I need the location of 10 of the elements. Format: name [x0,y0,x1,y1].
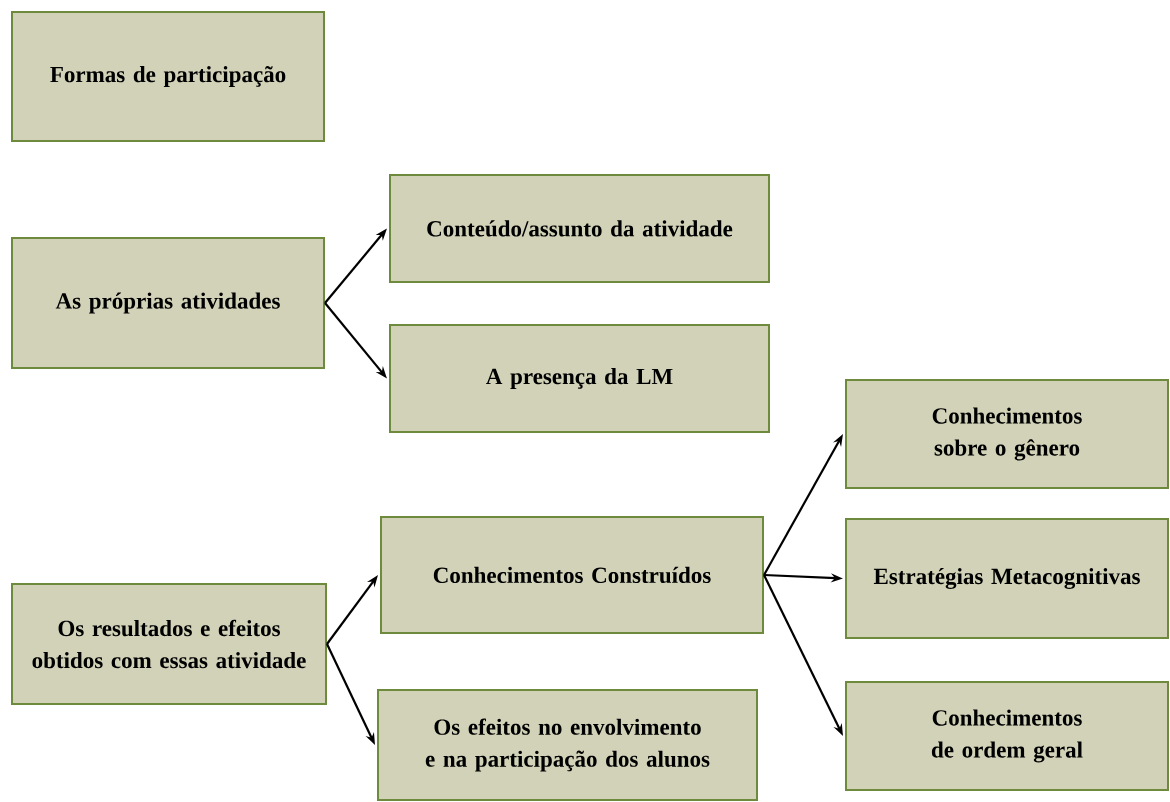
text-box: Conteúdo/assunto da atividade [389,174,770,283]
text-box: Estratégias Metacognitivas [845,518,1169,639]
text-box: Os efeitos no envolvimento e na participação dos alunos [377,689,758,801]
text-box: Conhecimentos sobre o gênero [845,379,1169,489]
text-box: As próprias atividades [11,237,325,369]
text-box: Formas de participação [11,11,325,142]
text-box: Os resultados e efeitos obtidos com essas atividade [11,583,327,705]
text-box: A presença da LM [389,324,770,433]
text-box: Conhecimentos de ordem geral [845,681,1169,791]
text-box: Conhecimentos Construídos [380,516,764,634]
